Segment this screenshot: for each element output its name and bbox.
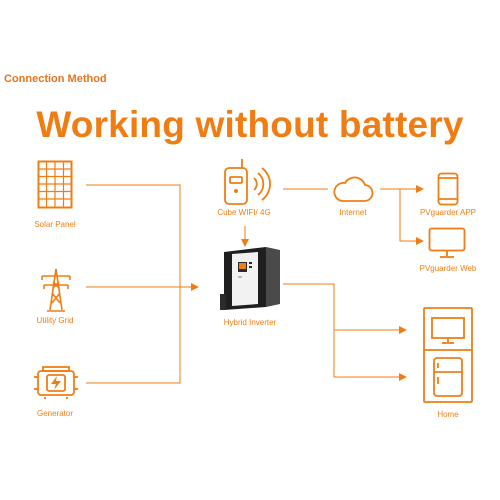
internet-to-web-line	[399, 189, 424, 245]
pvguarder-app-label: PVguarder APP	[419, 208, 477, 217]
solar-panel-label: Solar Panel	[34, 220, 76, 229]
generator-label: Generator	[36, 409, 74, 418]
solar-to-bus-line	[86, 184, 181, 287]
inverter-to-home-line	[283, 283, 407, 334]
inverter-icon	[220, 247, 280, 310]
cloud-icon	[333, 176, 374, 202]
generator-node	[33, 366, 79, 405]
generator-icon	[34, 366, 78, 399]
power-tower-icon	[41, 268, 71, 312]
pvguarder-app-node	[437, 172, 459, 211]
internet-node	[332, 174, 374, 209]
pvguarder-web-node	[428, 227, 466, 264]
section-title: Connection Method	[4, 73, 107, 85]
smartphone-icon	[437, 172, 459, 206]
hybrid-inverter-label: Hybrid Inverter	[223, 318, 277, 327]
home-node	[422, 306, 474, 411]
wifi-cube-icon	[224, 159, 271, 205]
utility-grid-node	[38, 268, 74, 317]
cube-wifi-node	[220, 158, 272, 211]
solar-panel-icon	[37, 160, 73, 209]
internet-label: Internet	[339, 208, 367, 217]
home-label: Home	[437, 410, 459, 419]
utility-grid-label: Utility Grid	[36, 316, 74, 325]
monitor-icon	[428, 227, 466, 258]
pvguarder-web-label: PVguarder Web	[419, 264, 477, 273]
hybrid-inverter-node	[218, 246, 282, 317]
inverter-to-home-line-2	[333, 330, 407, 381]
solar-panel-node	[37, 160, 73, 214]
cube-wifi-label: Cube WIFI/ 4G	[217, 208, 271, 217]
generator-to-bus-line	[86, 287, 181, 384]
home-appliances-icon	[423, 307, 473, 403]
headline: Working without battery	[36, 104, 464, 145]
